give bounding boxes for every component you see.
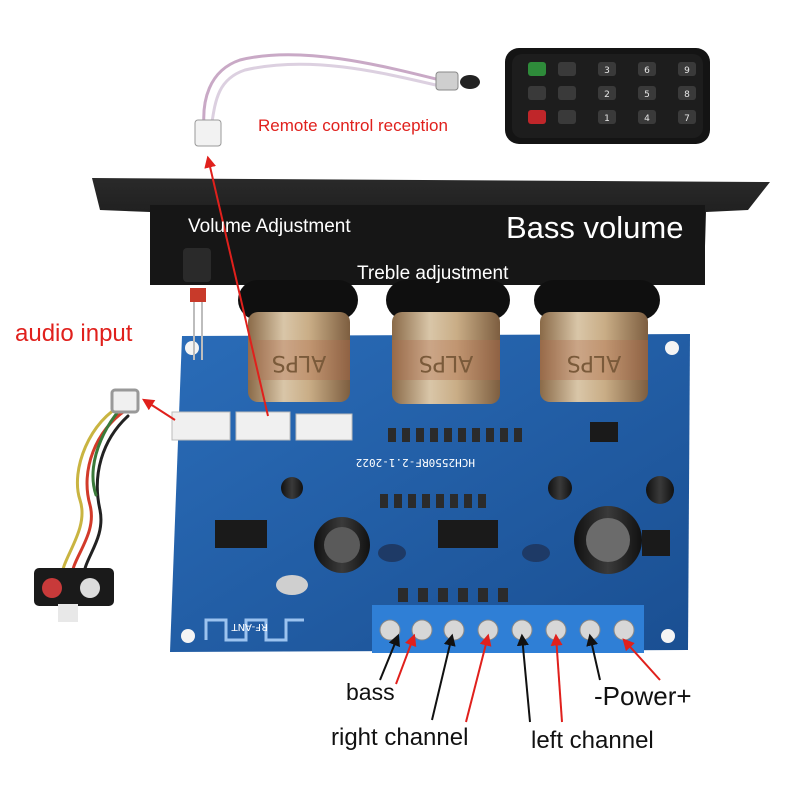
remote-key: [558, 62, 576, 76]
remote-control: 3 6 9 2 5 8 1 4 7: [505, 48, 710, 144]
ir-receiver-cable: [194, 53, 480, 147]
annotation-arrows: [141, 155, 661, 723]
label-audio-input: audio input: [15, 320, 133, 347]
remote-key-label: 4: [644, 114, 650, 124]
potentiometers: ALPS ALPS ALPS: [238, 280, 660, 404]
label-power: -Power+: [594, 681, 692, 711]
label-volume-adjustment: Volume Adjustment: [188, 216, 351, 237]
ir-receiver: [183, 248, 211, 360]
bass-knob: ALPS: [534, 280, 660, 402]
pcb-board: HCH2550RF-2.1-2022 RF-ANT: [170, 334, 690, 652]
label-left-channel: left channel: [531, 727, 654, 754]
remote-key: [558, 86, 576, 100]
remote-key-label: 7: [684, 114, 690, 124]
remote-key-label: 6: [644, 66, 650, 76]
front-panel: [92, 178, 770, 285]
terminal-block: [372, 605, 644, 653]
remote-key: [558, 110, 576, 124]
remote-key: [638, 86, 656, 100]
remote-key-label: 5: [644, 90, 650, 100]
remote-key: [598, 86, 616, 100]
remote-key: [598, 110, 616, 124]
remote-key: [528, 62, 546, 76]
knob-brand-text: ALPS: [272, 350, 327, 375]
board-antenna-text: RF-ANT: [231, 621, 268, 632]
remote-key-label: 2: [604, 90, 610, 100]
label-treble-adjustment: Treble adjustment: [357, 263, 509, 284]
board-model-text: HCH2550RF-2.1-2022: [356, 456, 475, 469]
remote-key: [598, 62, 616, 76]
label-remote-control-reception: Remote control reception: [258, 116, 448, 135]
knob-brand-text: ALPS: [567, 350, 622, 375]
label-bass-volume: Bass volume: [506, 210, 684, 245]
volume-knob: ALPS: [238, 280, 358, 402]
remote-key-label: 1: [604, 114, 610, 124]
remote-key-label: 9: [684, 66, 690, 76]
remote-key: [678, 86, 696, 100]
knob-brand-text: ALPS: [419, 350, 474, 375]
treble-knob: ALPS: [386, 280, 510, 404]
remote-key: [638, 62, 656, 76]
remote-key: [678, 110, 696, 124]
audio-input-cable: [34, 388, 140, 622]
label-bass: bass: [346, 679, 395, 705]
remote-key: [678, 62, 696, 76]
remote-key: [638, 110, 656, 124]
remote-key: [528, 110, 546, 124]
label-right-channel: right channel: [331, 724, 469, 751]
remote-key-label: 3: [604, 66, 610, 76]
remote-key-label: 8: [684, 90, 690, 100]
remote-key: [528, 86, 546, 100]
